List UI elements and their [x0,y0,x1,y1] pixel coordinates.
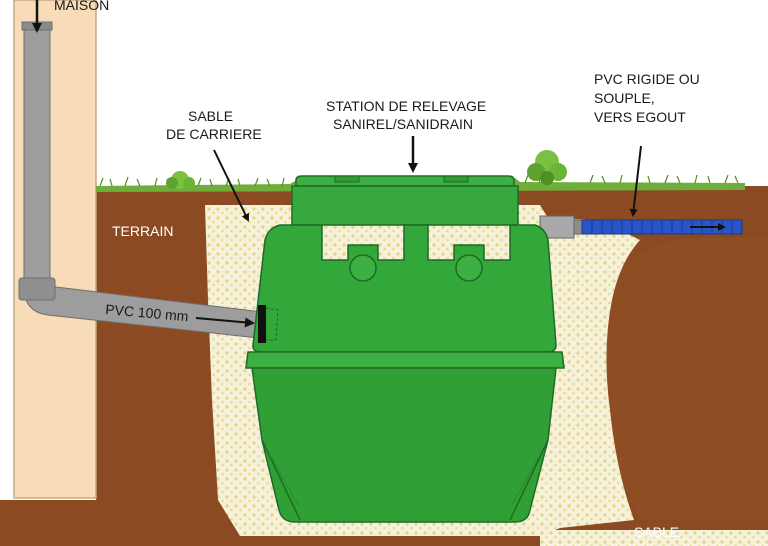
label-sable: SABLE [634,524,679,540]
vertical-pipe [23,21,51,288]
label-station: STATION DE RELEVAGE [326,98,486,114]
arrow-pvc-100 [195,317,255,328]
label-pvc-rigide: PVC RIGIDE OU [594,71,700,87]
sand-strip [540,530,768,546]
label-maison: MAISON [54,0,109,13]
lifting-station-tank [245,175,565,523]
bush-icon [527,150,567,185]
label-pvc-rigide-2: SOUPLE, [594,90,655,106]
label-station-2: SANIREL/SANIDRAIN [333,116,473,132]
label-sable-carriere-2: DE CARRIERE [166,126,262,142]
arrow-sable-carriere [213,149,249,222]
arrow-pvc-rigide [629,145,642,217]
soil-bank [606,238,768,520]
label-pvc-100: PVC 100 mm [105,301,189,324]
label-pvc-rigide-3: VERS EGOUT [594,109,686,125]
bush-icon [166,171,195,189]
label-sable-carriere: SABLE [188,108,233,124]
label-terrain: TERRAIN [112,223,173,239]
